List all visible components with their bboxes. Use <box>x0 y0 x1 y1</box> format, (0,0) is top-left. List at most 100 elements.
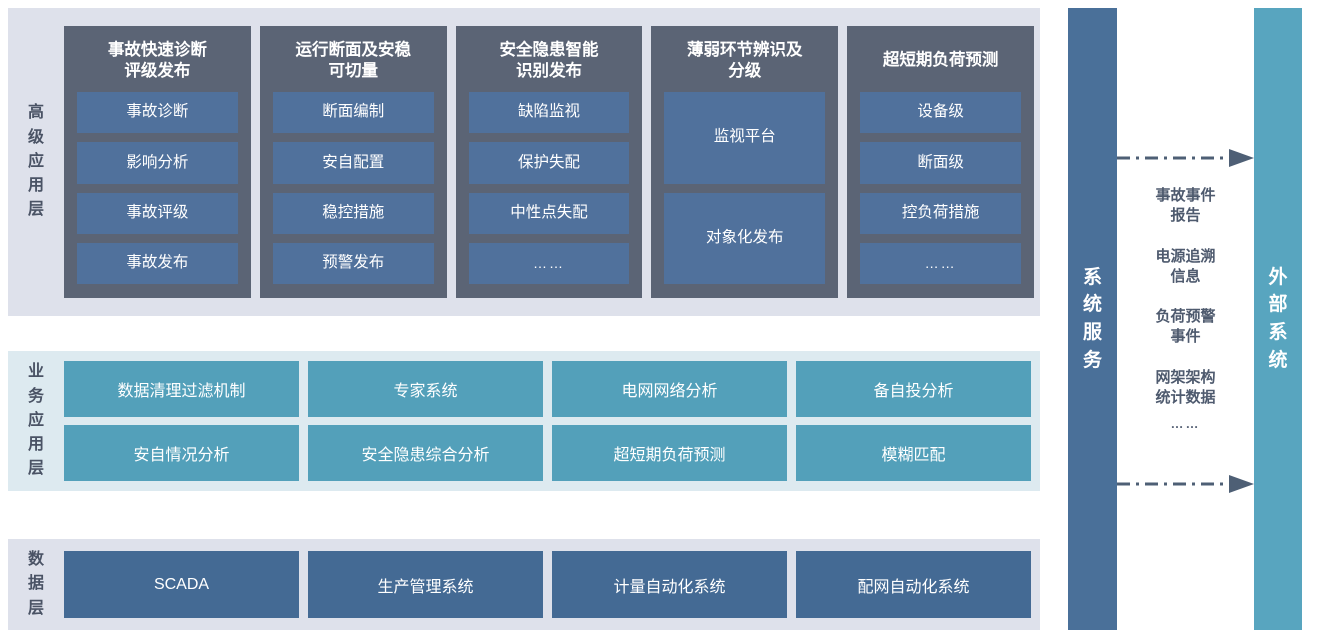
layer-title-char: 层 <box>27 201 44 219</box>
column-title-line: 分级 <box>728 62 762 80</box>
column-item[interactable]: 中性点失配 <box>468 192 630 234</box>
layer-title-char: 高 <box>27 104 44 122</box>
layer-title-char: 据 <box>27 575 44 593</box>
layer-title-char: 数 <box>27 551 44 569</box>
column-items: 事故诊断 影响分析 事故评级 事故发布 <box>77 92 238 284</box>
exchange-label: 网架架构 统计数据 <box>1155 368 1215 409</box>
layer-title-char: 层 <box>27 460 44 478</box>
business-item[interactable]: 安自情况分析 <box>64 425 299 481</box>
data-layer-title: 数 据 层 <box>8 539 64 630</box>
business-item[interactable]: 电网网络分析 <box>552 361 787 417</box>
column-title-line: 评级发布 <box>124 62 191 80</box>
data-items: SCADA 生产管理系统 计量自动化系统 配网自动化系统 <box>64 539 1040 630</box>
column-item[interactable]: 影响分析 <box>77 142 238 184</box>
system-service-char: 务 <box>1082 349 1102 371</box>
data-item[interactable]: 计量自动化系统 <box>552 551 787 618</box>
exchange-label-line: 信息 <box>1170 267 1201 285</box>
column-item[interactable]: 事故评级 <box>77 192 238 234</box>
layer-title-char: 业 <box>27 363 44 381</box>
column-title-line: 薄弱环节辨识及 <box>687 40 803 59</box>
column-title: 运行断面及安稳 可切量 <box>273 38 434 84</box>
external-system-char: 系 <box>1268 322 1288 343</box>
external-system-char: 外 <box>1268 266 1288 288</box>
column-item[interactable]: 事故发布 <box>77 242 238 284</box>
column-item[interactable]: 控负荷措施 <box>860 192 1021 234</box>
column-item[interactable]: 监视平台 <box>664 92 826 184</box>
column-title-line: 事故快速诊断 <box>107 40 207 59</box>
external-system-char: 部 <box>1268 294 1288 316</box>
column-item[interactable]: 缺陷监视 <box>468 92 630 134</box>
layer-stack: 高 级 应 用 层 事故快速诊断 评级发布 事故诊断 <box>8 0 1048 638</box>
advanced-column-section-stability[interactable]: 运行断面及安稳 可切量 断面编制 安自配置 稳控措施 预警发布 <box>259 26 447 298</box>
column-item[interactable]: 保护失配 <box>468 142 630 184</box>
business-item[interactable]: 模糊匹配 <box>796 425 1031 481</box>
column-item[interactable]: 对象化发布 <box>664 192 826 284</box>
column-item[interactable]: 设备级 <box>860 92 1021 134</box>
column-title: 超短期负荷预测 <box>860 38 1021 84</box>
layer-title-char: 用 <box>27 436 44 454</box>
exchange-label-line: 事件 <box>1170 328 1201 346</box>
column-items: 断面编制 安自配置 稳控措施 预警发布 <box>272 92 434 284</box>
exchange-label-line: 事故事件 <box>1155 187 1216 204</box>
exchange-label-line: 电源追溯 <box>1155 247 1216 265</box>
advanced-column-accident-diagnosis[interactable]: 事故快速诊断 评级发布 事故诊断 影响分析 事故评级 事故发布 <box>64 26 251 298</box>
business-item[interactable]: 超短期负荷预测 <box>552 425 787 481</box>
advanced-application-layer: 高 级 应 用 层 事故快速诊断 评级发布 事故诊断 <box>8 8 1040 316</box>
external-system-bar[interactable]: 外 部 系 统 <box>1254 8 1302 630</box>
column-title-line: 识别发布 <box>515 62 582 80</box>
advanced-column-weak-link-grading[interactable]: 薄弱环节辨识及 分级 监视平台 对象化发布 <box>651 26 839 298</box>
exchange-label-line: 报告 <box>1170 207 1201 225</box>
advanced-columns: 事故快速诊断 评级发布 事故诊断 影响分析 事故评级 事故发布 运行断 <box>64 8 1040 316</box>
column-item[interactable]: 断面编制 <box>272 92 434 134</box>
column-title: 安全隐患智能 识别发布 <box>469 38 630 84</box>
column-title: 事故快速诊断 评级发布 <box>77 38 238 84</box>
layer-title-char: 用 <box>27 177 44 195</box>
column-items: 监视平台 对象化发布 <box>664 92 826 284</box>
data-item[interactable]: 生产管理系统 <box>308 551 543 618</box>
advanced-layer-title: 高 级 应 用 层 <box>8 8 64 316</box>
exchange-label-line: 负荷预警 <box>1155 308 1216 325</box>
data-item[interactable]: 配网自动化系统 <box>796 551 1031 618</box>
arrow-top-icon <box>1117 149 1254 167</box>
business-application-layer: 业 务 应 用 层 数据清理过滤机制 专家系统 电网网络分析 备自投分析 安自情… <box>8 351 1040 491</box>
business-item[interactable]: 安全隐患综合分析 <box>308 425 543 481</box>
column-item[interactable]: 事故诊断 <box>77 92 238 134</box>
exchange-label-line: 网架架构 <box>1155 368 1216 386</box>
exchange-column: 事故事件 报告 电源追溯 信息 负荷预警 事件 网架架构 统计数据 …… <box>1117 8 1254 630</box>
business-layer-title: 业 务 应 用 层 <box>8 351 64 491</box>
layer-title-char: 层 <box>27 599 44 617</box>
business-item[interactable]: 专家系统 <box>308 361 543 417</box>
column-item[interactable]: 断面级 <box>860 142 1021 184</box>
business-item[interactable]: 备自投分析 <box>796 361 1031 417</box>
arrow-bottom-icon <box>1117 475 1254 493</box>
exchange-ellipsis: …… <box>1170 416 1201 431</box>
column-items: 缺陷监视 保护失配 中性点失配 …… <box>468 92 630 284</box>
column-item[interactable]: 安自配置 <box>272 142 434 184</box>
data-item[interactable]: SCADA <box>64 551 299 618</box>
layer-title-char: 级 <box>27 128 44 146</box>
system-service-char: 服 <box>1082 322 1102 343</box>
system-service-char: 系 <box>1082 266 1102 288</box>
column-items: 设备级 断面级 控负荷措施 …… <box>860 92 1021 284</box>
layer-title-char: 应 <box>27 411 44 429</box>
column-item[interactable]: 预警发布 <box>272 242 434 284</box>
column-title-line: 安全隐患智能 <box>499 40 599 59</box>
business-items: 数据清理过滤机制 专家系统 电网网络分析 备自投分析 安自情况分析 安全隐患综合… <box>64 351 1040 491</box>
business-item[interactable]: 数据清理过滤机制 <box>64 361 299 417</box>
column-item-ellipsis[interactable]: …… <box>860 242 1021 284</box>
column-item[interactable]: 稳控措施 <box>272 192 434 234</box>
column-title-line: 运行断面及安稳 <box>295 40 411 59</box>
column-title: 薄弱环节辨识及 分级 <box>664 38 825 84</box>
exchange-label: 事故事件 报告 <box>1155 186 1215 227</box>
column-title-line: 超短期负荷预测 <box>882 51 999 70</box>
layer-title-char: 应 <box>27 152 44 170</box>
system-service-bar[interactable]: 系 统 服 务 <box>1068 8 1117 630</box>
external-system-char: 统 <box>1268 349 1288 371</box>
exchange-label: 电源追溯 信息 <box>1155 247 1215 288</box>
advanced-column-ultra-short-term-load[interactable]: 超短期负荷预测 设备级 断面级 控负荷措施 …… <box>847 26 1034 298</box>
advanced-column-hazard-identification[interactable]: 安全隐患智能 识别发布 缺陷监视 保护失配 中性点失配 …… <box>455 26 643 298</box>
exchange-label-line: 统计数据 <box>1155 388 1216 406</box>
layer-title-char: 务 <box>27 387 44 405</box>
column-item-ellipsis[interactable]: …… <box>468 242 630 284</box>
